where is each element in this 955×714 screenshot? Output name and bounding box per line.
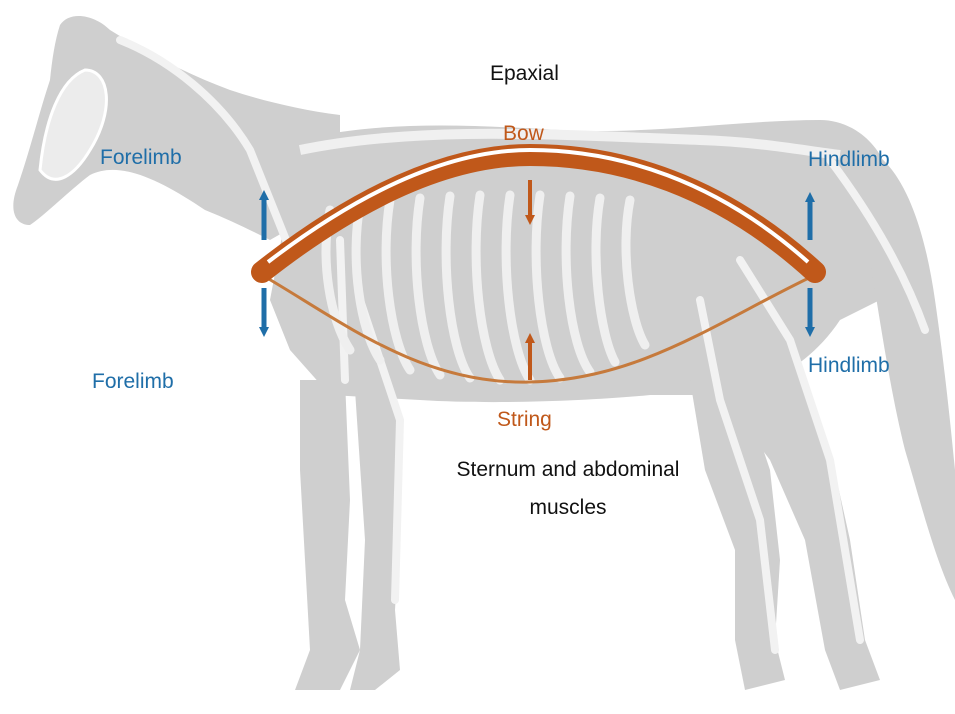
bow-label: Bow: [503, 122, 544, 146]
sternum-label-line2: muscles: [403, 490, 733, 526]
forelimb-top-label: Forelimb: [100, 146, 182, 170]
epaxial-label: Epaxial: [490, 56, 559, 92]
sternum-label-line1: Sternum and abdominal: [403, 452, 733, 488]
hindlimb-bottom-label: Hindlimb: [808, 354, 890, 378]
forelimb-bottom-label: Forelimb: [92, 370, 174, 394]
hindlimb-top-label: Hindlimb: [808, 148, 890, 172]
string-label: String: [497, 408, 552, 432]
